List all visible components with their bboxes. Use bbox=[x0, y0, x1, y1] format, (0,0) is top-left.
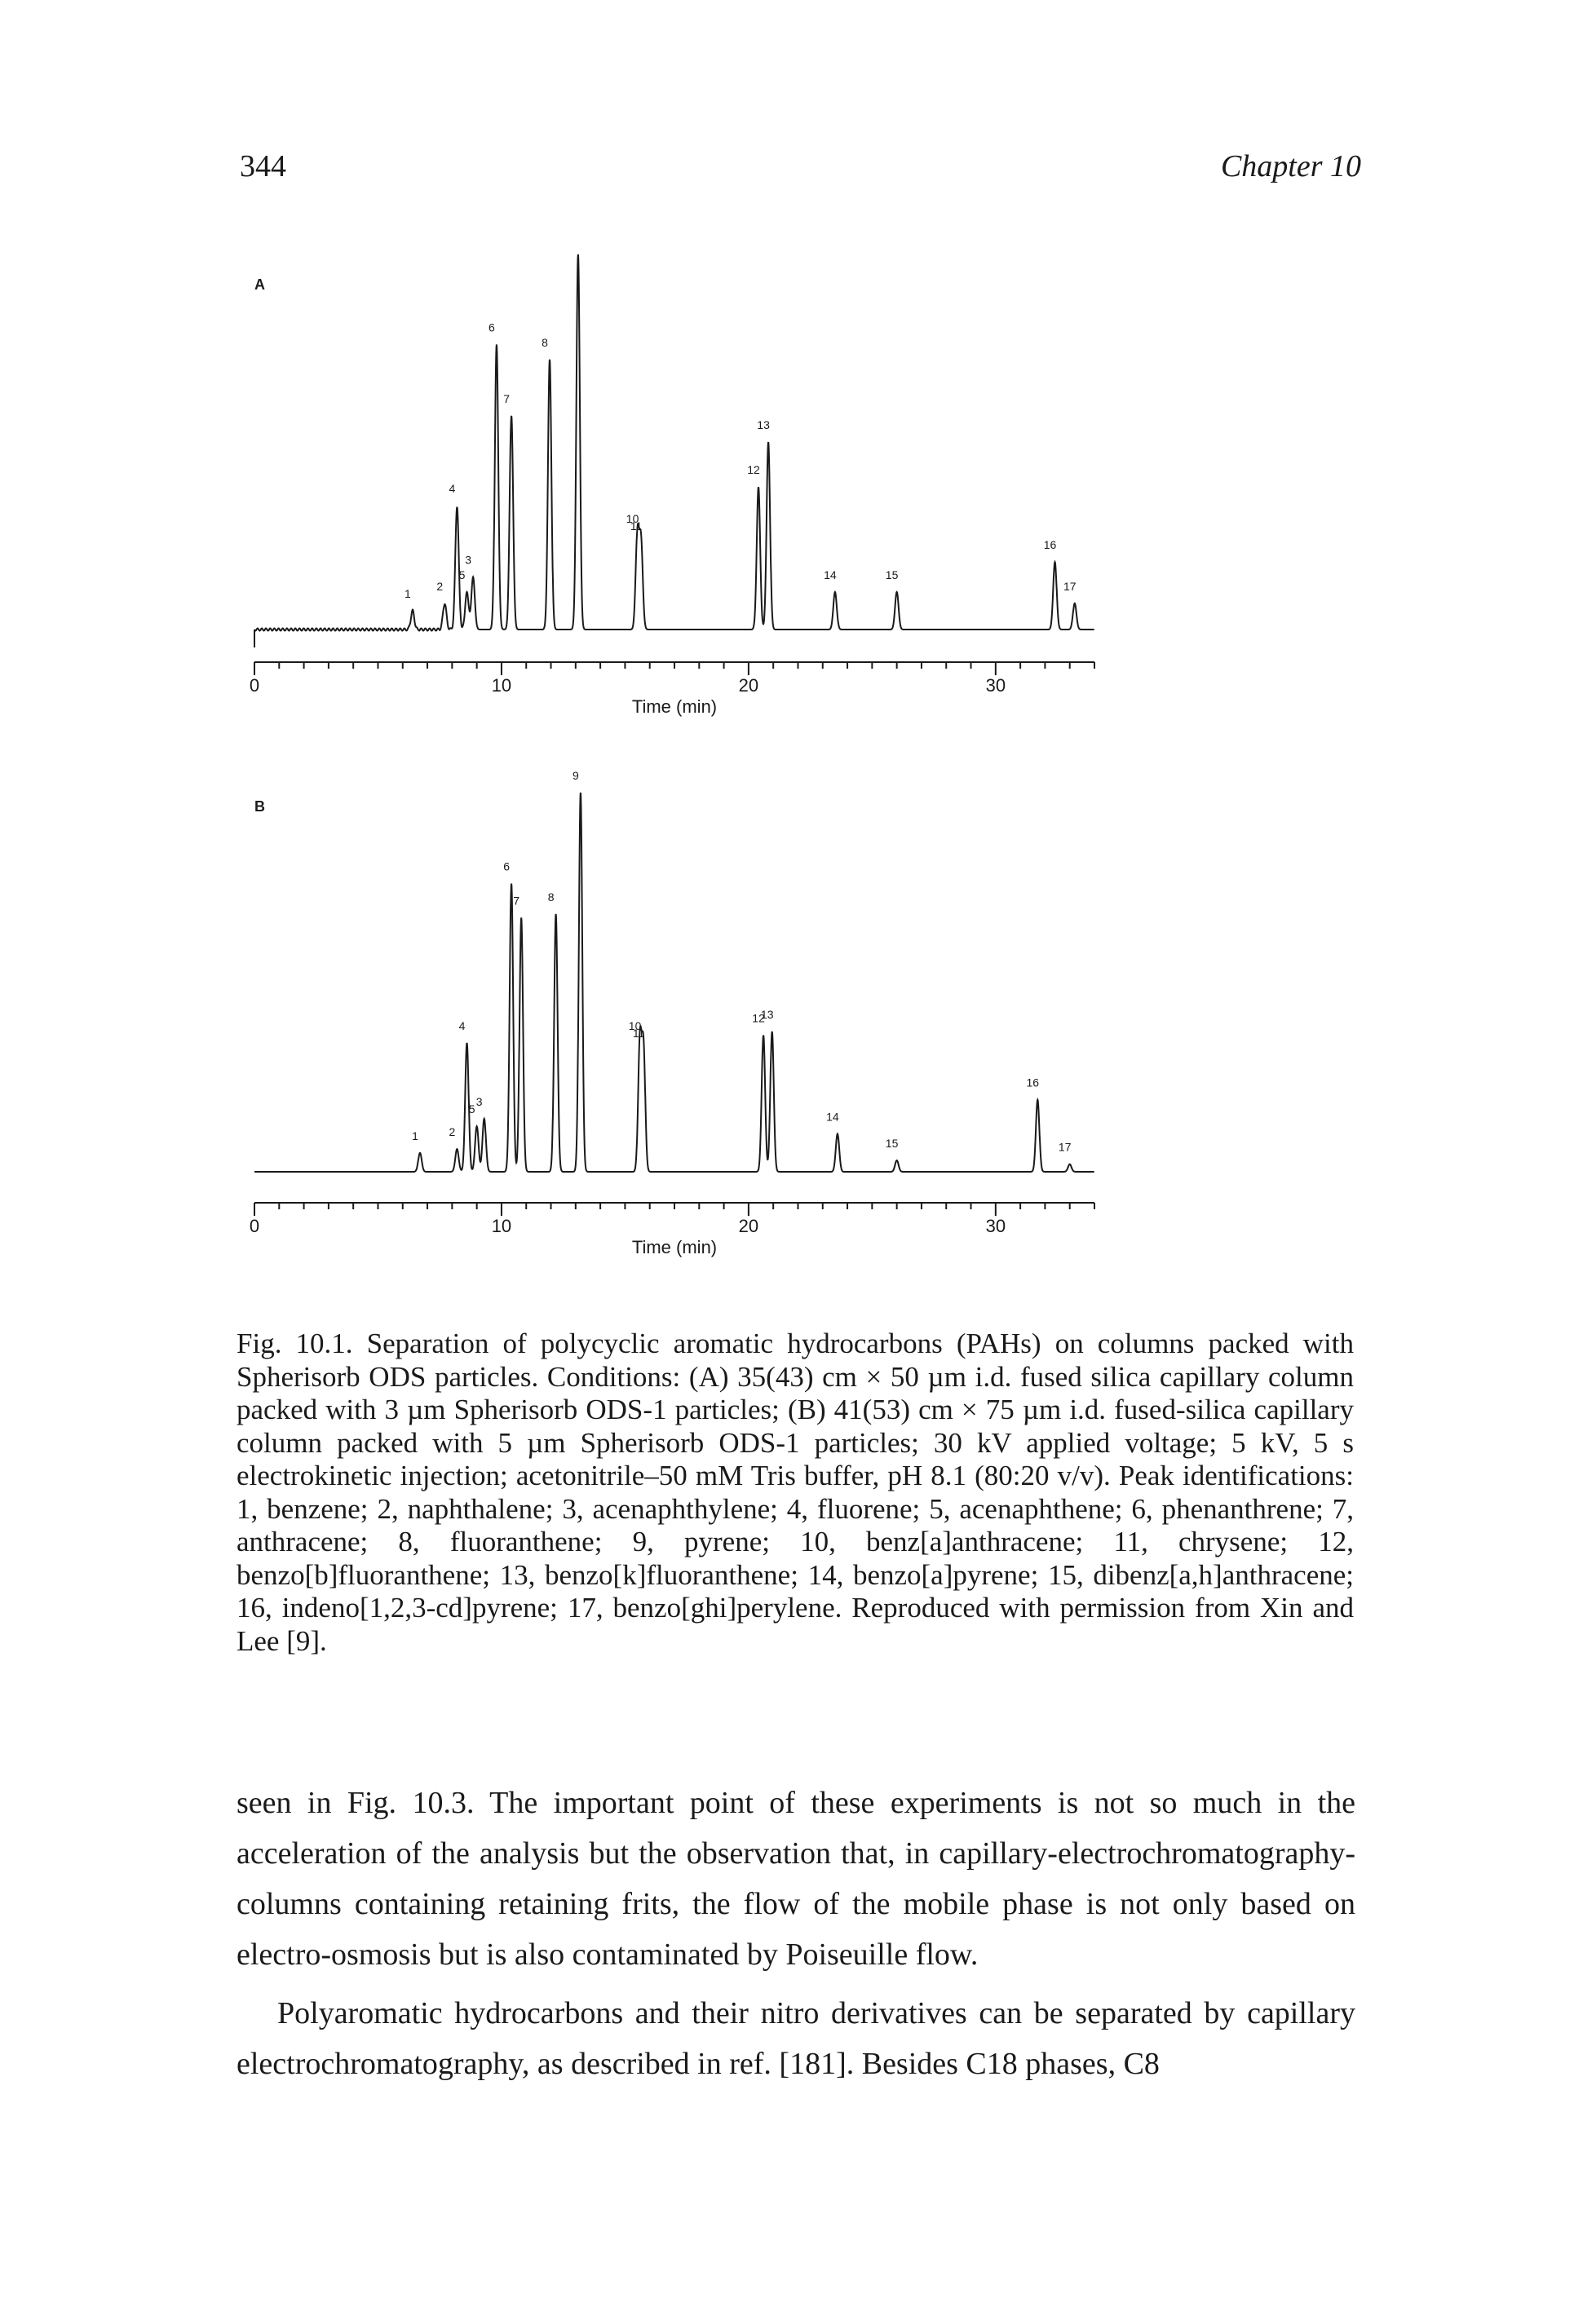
peak-label: 3 bbox=[465, 554, 471, 567]
peak-label: 1 bbox=[405, 587, 411, 600]
x-axis-a bbox=[254, 661, 1095, 675]
peak-label: 15 bbox=[886, 1137, 899, 1150]
peak-label: 10 bbox=[626, 512, 639, 525]
peak-label: 14 bbox=[826, 1111, 839, 1124]
peak-label: 1 bbox=[412, 1129, 418, 1142]
caption-text: Fig. 10.1. Separation of polycyclic arom… bbox=[237, 1328, 1354, 1657]
peak-label: 8 bbox=[548, 890, 555, 904]
peak-label: 12 bbox=[752, 1012, 765, 1025]
peak-label: 15 bbox=[886, 568, 899, 581]
x-tick-label: 20 bbox=[739, 675, 758, 696]
panel-label-a: A bbox=[254, 276, 265, 293]
x-tick-label: 20 bbox=[739, 1216, 758, 1236]
peak-label: 17 bbox=[1059, 1141, 1072, 1154]
peak-label: 16 bbox=[1044, 538, 1057, 551]
peak-label: 16 bbox=[1027, 1076, 1040, 1089]
peak-label: 8 bbox=[542, 336, 548, 349]
x-tick-label: 0 bbox=[250, 675, 259, 696]
peak-label: 11 bbox=[630, 519, 643, 532]
peak-label: 3 bbox=[476, 1095, 483, 1108]
body-paragraph: seen in Fig. 10.3. The important point o… bbox=[237, 1786, 1355, 1972]
peak-label: 6 bbox=[489, 320, 495, 334]
chapter-title: Chapter 10 bbox=[1220, 149, 1361, 183]
peak-label: 13 bbox=[757, 418, 770, 431]
x-tick-label: 0 bbox=[250, 1216, 259, 1236]
x-axis-b bbox=[254, 1202, 1095, 1216]
peak-label: 11 bbox=[633, 1027, 645, 1040]
chromatogram-trace bbox=[254, 792, 1094, 1173]
x-tick-label: 10 bbox=[492, 1216, 511, 1236]
peak-label: 4 bbox=[449, 482, 456, 495]
x-tick-label: 30 bbox=[986, 675, 1006, 696]
figure-caption: Fig. 10.1. Separation of polycyclic arom… bbox=[237, 1328, 1354, 1658]
body-paragraph: Polyaromatic hydrocarbons and their nitr… bbox=[237, 1996, 1355, 2081]
peak-label: 14 bbox=[824, 568, 837, 581]
chromatogram-trace bbox=[254, 254, 1094, 632]
peak-label: 2 bbox=[449, 1125, 456, 1138]
page-number: 344 bbox=[240, 149, 286, 183]
body-text: seen in Fig. 10.3. The important point o… bbox=[237, 1778, 1355, 2089]
peak-label: 7 bbox=[503, 392, 510, 405]
peak-label: 10 bbox=[629, 1019, 642, 1032]
peak-label: 5 bbox=[459, 568, 466, 581]
x-axis-label-b: Time (min) bbox=[632, 1237, 717, 1257]
peak-label: 6 bbox=[503, 860, 510, 873]
peak-label: 17 bbox=[1063, 580, 1077, 593]
peak-label: 2 bbox=[436, 580, 443, 593]
x-axis-label-a: Time (min) bbox=[632, 696, 717, 717]
x-tick-label: 10 bbox=[492, 675, 511, 696]
panel-label-b: B bbox=[254, 798, 265, 815]
peak-label: 12 bbox=[747, 463, 760, 476]
peak-label: 9 bbox=[573, 769, 579, 782]
peak-label: 7 bbox=[513, 895, 519, 908]
page-header: 344 Chapter 10 bbox=[240, 148, 1361, 197]
peak-label: 13 bbox=[761, 1008, 774, 1021]
peak-label: 5 bbox=[469, 1102, 475, 1116]
peak-label: 4 bbox=[459, 1019, 466, 1032]
x-tick-label: 30 bbox=[986, 1216, 1006, 1236]
